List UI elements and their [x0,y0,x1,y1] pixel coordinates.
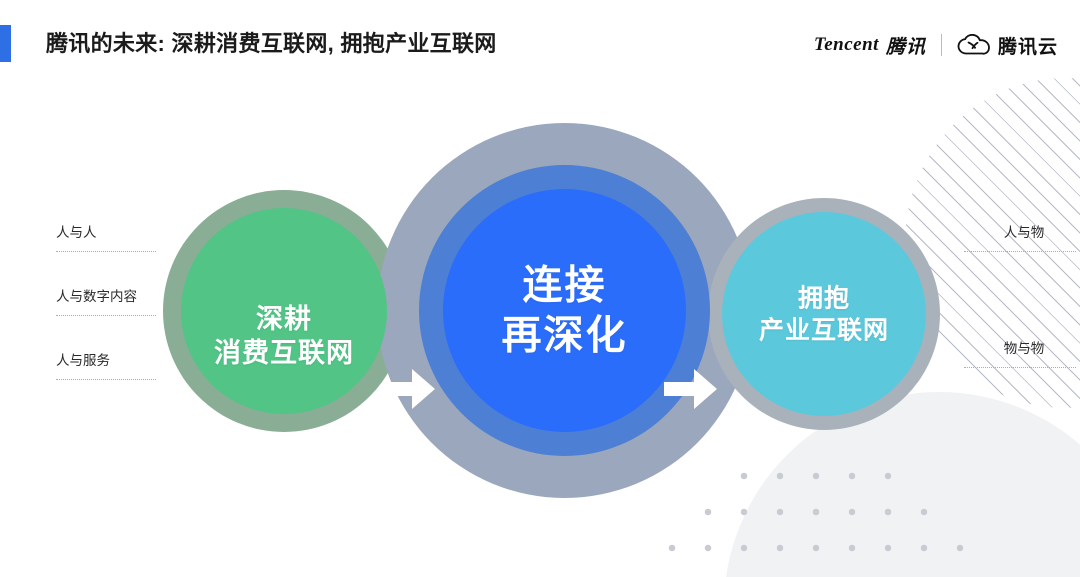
tencent-cloud-icon [957,34,991,56]
blue-label-line2: 再深化 [501,314,628,358]
cyan-label-line1: 拥抱 [797,284,850,313]
right-label-2-text: 物与物 [1003,341,1045,356]
green-label-line1: 深耕 [256,303,312,334]
left-label-3-text: 人与服务 [56,353,110,368]
arrow-blue-to-cyan-icon [664,369,717,409]
circle-diagram: 深耕 消费互联网 连接 再深化 拥抱 产业互联网 [0,70,1080,530]
logo-brand-cn: 腾讯 [885,36,926,58]
left-label-1-rule [56,251,156,252]
right-label-group: 人与物 物与物 [964,224,1080,456]
right-label-1: 人与物 [964,224,1080,252]
green-label-line2: 消费互联网 [214,338,354,368]
page-title: 腾讯的未来: 深耕消费互联网, 拥抱产业互联网 [46,31,497,56]
right-label-2: 物与物 [964,340,1080,368]
left-label-group: 人与人 人与数字内容 人与服务 [56,224,156,416]
blue-inner-circle [443,189,686,432]
tencent-logo: Tencent 腾讯 腾讯云 [814,30,1058,60]
title-accent-bar [0,25,11,62]
right-label-1-rule [964,251,1076,252]
header: 腾讯的未来: 深耕消费互联网, 拥抱产业互联网 Tencent 腾讯 腾讯云 [0,0,1080,84]
left-label-2-rule [56,315,156,316]
cyan-label-line2: 产业互联网 [758,316,889,344]
left-label-2-text: 人与数字内容 [56,289,137,304]
logo-cloud-cn: 腾讯云 [997,36,1058,58]
blue-circle-label: 连接 再深化 [443,261,686,362]
green-inner-circle [181,208,387,414]
right-label-1-text: 人与物 [1003,225,1045,240]
left-label-2: 人与数字内容 [56,288,156,316]
logo-divider [940,34,942,56]
blue-label-line1: 连接 [522,263,607,308]
left-label-1-text: 人与人 [56,225,97,240]
logo-brand-en: Tencent [813,34,879,55]
left-label-3: 人与服务 [56,352,156,380]
left-label-3-rule [56,379,156,380]
green-circle-label: 深耕 消费互联网 [181,302,387,370]
cyan-circle-label: 拥抱 产业互联网 [722,284,926,347]
right-label-2-rule [964,367,1076,368]
arrow-green-to-blue-icon [382,369,435,409]
left-label-1: 人与人 [56,224,156,252]
cyan-inner-circle [722,212,926,416]
